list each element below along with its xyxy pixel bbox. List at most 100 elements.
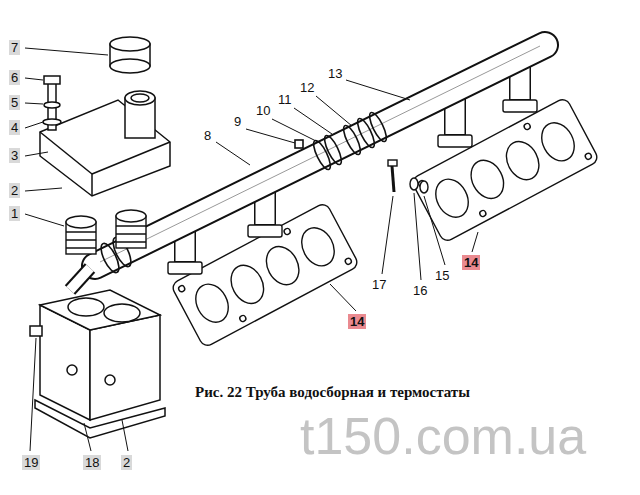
manifold-gasket-part-part [295,222,340,271]
manifold-gasket-part-part [225,260,270,309]
bolt-washers-part [388,160,397,166]
thermostat-cover-part [44,76,60,84]
callout-number: 13 [327,66,343,81]
thermostat-cover-part [43,119,61,125]
leader-lines-part [216,142,250,165]
hose-clamps-part [354,116,377,149]
leader-lines-part [25,103,43,104]
manifold-gasket-part-part [584,152,592,160]
pipe-stubs-part-part [503,100,537,112]
leader-lines-part [424,196,445,265]
thermostat-cover-part [44,102,60,108]
manifold-gasket-part-part [189,278,234,327]
manifold-gasket-part-part [344,257,352,265]
manifold-gasket-part-part [523,122,531,130]
callout-number: 2 [9,183,20,198]
leader-lines [25,48,478,451]
callout-number: 2 [121,455,132,470]
callout-number: 16 [412,283,428,298]
manifold-gasket-part-part [465,155,510,204]
pipe-stubs-part-part [248,225,282,237]
thermostats-part [116,226,146,242]
leader-lines-part [84,423,91,451]
callout-number: 14 [462,255,480,270]
bolt-washers-part [410,178,418,190]
leader-lines-part [382,196,393,274]
manifold-gasket-part-part [479,209,487,217]
callout-number: 14 [348,314,366,329]
leader-lines-part [294,108,332,134]
manifold-gasket-part-part [260,241,305,290]
leader-lines-part [25,48,108,55]
leader-lines-part [346,80,410,100]
thermostats-part [116,210,146,222]
callout-number: 6 [9,70,20,85]
leader-lines-part [330,284,356,311]
leader-lines-part [122,420,128,451]
thermostat-housing-part [67,365,77,375]
callout-number: 15 [434,268,450,283]
thermostats [66,210,146,254]
manifold-gasket-part-part [429,173,474,222]
leader-lines-part [25,78,43,80]
leader-lines-part [25,214,64,226]
bolt-washers-part [420,181,428,193]
thermostat-housing [30,268,165,438]
hose-clamps-part [340,123,363,156]
figure-caption: Рис. 22 Труба водосборная и термостаты [195,384,470,401]
callout-number: 18 [83,455,101,470]
pipe-stubs-part-part [168,262,202,274]
callout-number: 5 [9,95,20,110]
callout-number: 7 [9,40,20,55]
callout-number: 17 [371,277,387,292]
manifold-gasket-part-part [178,285,186,293]
leader-lines-part [25,122,43,128]
callout-number: 8 [203,128,212,143]
thermostat-cover-part [40,132,92,174]
thermostat-housing-part [30,326,42,336]
thermostat-housing-part [90,315,160,420]
cap-part [110,59,150,73]
thermostat-housing-part [40,290,160,330]
thermostat-cover-part [92,142,170,174]
callout-number: 9 [233,114,242,129]
pipe-stubs-part-part [438,135,472,147]
hose-clamps-part [295,140,303,148]
cap-part [110,37,150,51]
callout-number: 12 [299,80,315,95]
leader-lines-part [472,232,478,252]
hose-clamps-part [321,133,344,166]
thermostat-housing-part [70,268,90,290]
manifold-gasket-part-part [535,117,580,166]
leader-lines-part [30,338,36,451]
watermark: t150.com.ua [300,408,586,464]
thermostat-cover [40,76,170,196]
thermostat-housing-part [68,298,104,316]
leader-lines-part [414,193,421,280]
thermostat-cover-part [131,94,149,102]
callout-number: 4 [9,120,20,135]
thermostat-cover-part [91,174,93,196]
cap [110,37,150,73]
leader-lines-part [25,152,48,156]
thermostats-part [66,216,96,228]
hose-clamps-part [366,110,389,143]
thermostat-housing-part [104,304,140,322]
callout-number: 19 [22,455,40,470]
manifold-gasket-part-part [283,227,291,235]
manifold-gasket-part [410,97,599,243]
thermostat-housing-part [105,375,115,385]
leader-lines-part [25,188,62,191]
manifold-gasket-part-part [239,314,247,322]
thermostat-cover-part [125,91,155,105]
callout-number: 10 [255,103,271,118]
leader-lines-part [246,129,295,143]
manifold-gasket-part-part [410,97,599,243]
thermostats-part [66,232,96,248]
bolt-washers [388,160,428,193]
callout-number: 3 [9,148,20,163]
bolt-washers-part [392,166,394,192]
thermostat-housing-part [70,268,90,290]
callout-number: 1 [9,206,20,221]
